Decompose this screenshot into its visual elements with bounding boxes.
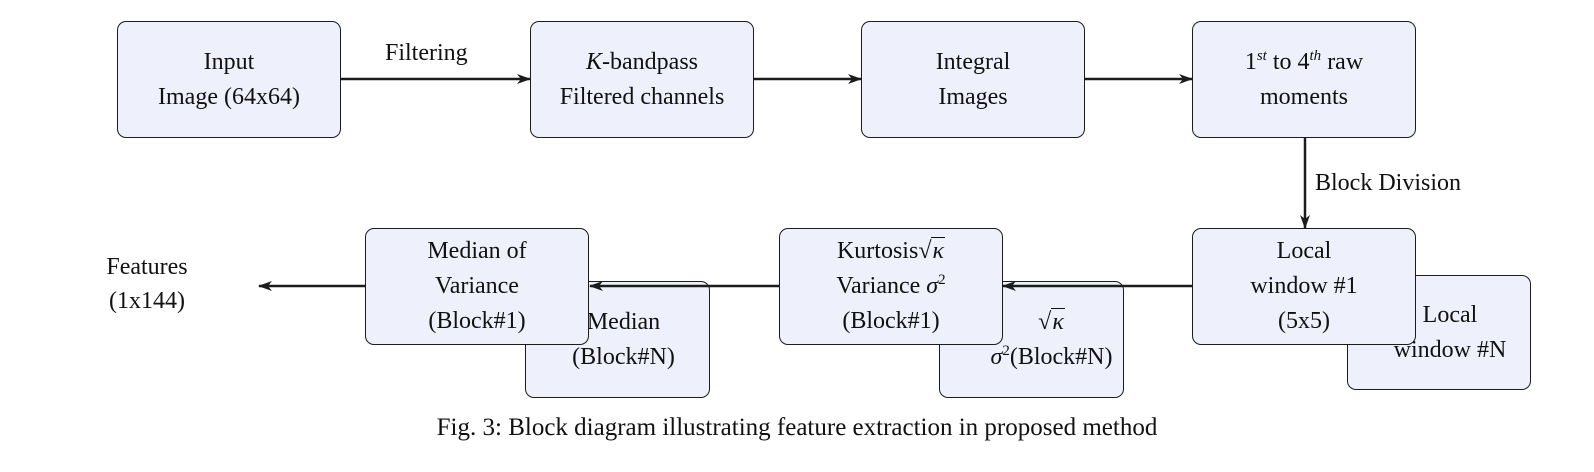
node-label: K-bandpass (586, 48, 698, 75)
node-stats-block-n: √κ σ2(Block#N) (939, 281, 1124, 398)
node-label: σ2(Block#N) (990, 342, 1113, 370)
node-median-block-1: Median of Variance (Block#1) (365, 228, 589, 345)
kappa-symbol: κ (932, 238, 945, 264)
node-label: (5x5) (1278, 308, 1330, 334)
node-input-image: Input Image (64x64) (117, 21, 341, 138)
node-label: Local (1276, 238, 1332, 264)
node-label: Variance (435, 273, 519, 299)
node-label: Variance σ2 (836, 272, 946, 300)
node-raw-moments: 1st to 4th raw moments (1192, 21, 1416, 138)
edge-label-filtering: Filtering (385, 40, 468, 66)
k-symbol: K (586, 48, 603, 75)
node-label: window #1 (1250, 273, 1358, 299)
node-label: Integral (935, 48, 1011, 75)
node-label: (Block#1) (428, 308, 526, 334)
node-label: Input (203, 48, 255, 75)
node-label: Filtered channels (559, 83, 725, 110)
figure-caption: Fig. 3: Block diagram illustrating featu… (436, 414, 1158, 441)
node-integral-images: Integral Images (861, 21, 1085, 138)
kappa-symbol: κ (1052, 308, 1064, 335)
node-label: Median of (427, 238, 527, 264)
node-label: Median (586, 308, 661, 335)
node-label: Images (938, 83, 1008, 110)
node-label: (Block#1) (842, 308, 940, 334)
output-features: Features (1x144) (92, 250, 202, 318)
output-label: Features (106, 254, 188, 280)
node-label: (Block#N) (572, 343, 675, 370)
node-label: Kurtosis√κ (836, 237, 946, 264)
node-stats-block-1: Kurtosis√κ Variance σ2 (Block#1) (779, 228, 1003, 345)
edge-label-block-division: Block Division (1315, 170, 1462, 196)
node-label: 1st to 4th raw (1244, 47, 1364, 75)
sigma-symbol: σ (926, 273, 939, 299)
node-local-window-1: Local window #1 (5x5) (1192, 228, 1416, 345)
sigma-symbol: σ (990, 343, 1003, 370)
node-label: Local (1422, 301, 1478, 328)
output-label: (1x144) (109, 288, 185, 314)
node-label: Image (64x64) (158, 83, 300, 110)
node-label: √κ (1038, 307, 1065, 335)
node-bandpass-filtered: K-bandpass Filtered channels (530, 21, 754, 138)
node-label: moments (1260, 83, 1348, 110)
